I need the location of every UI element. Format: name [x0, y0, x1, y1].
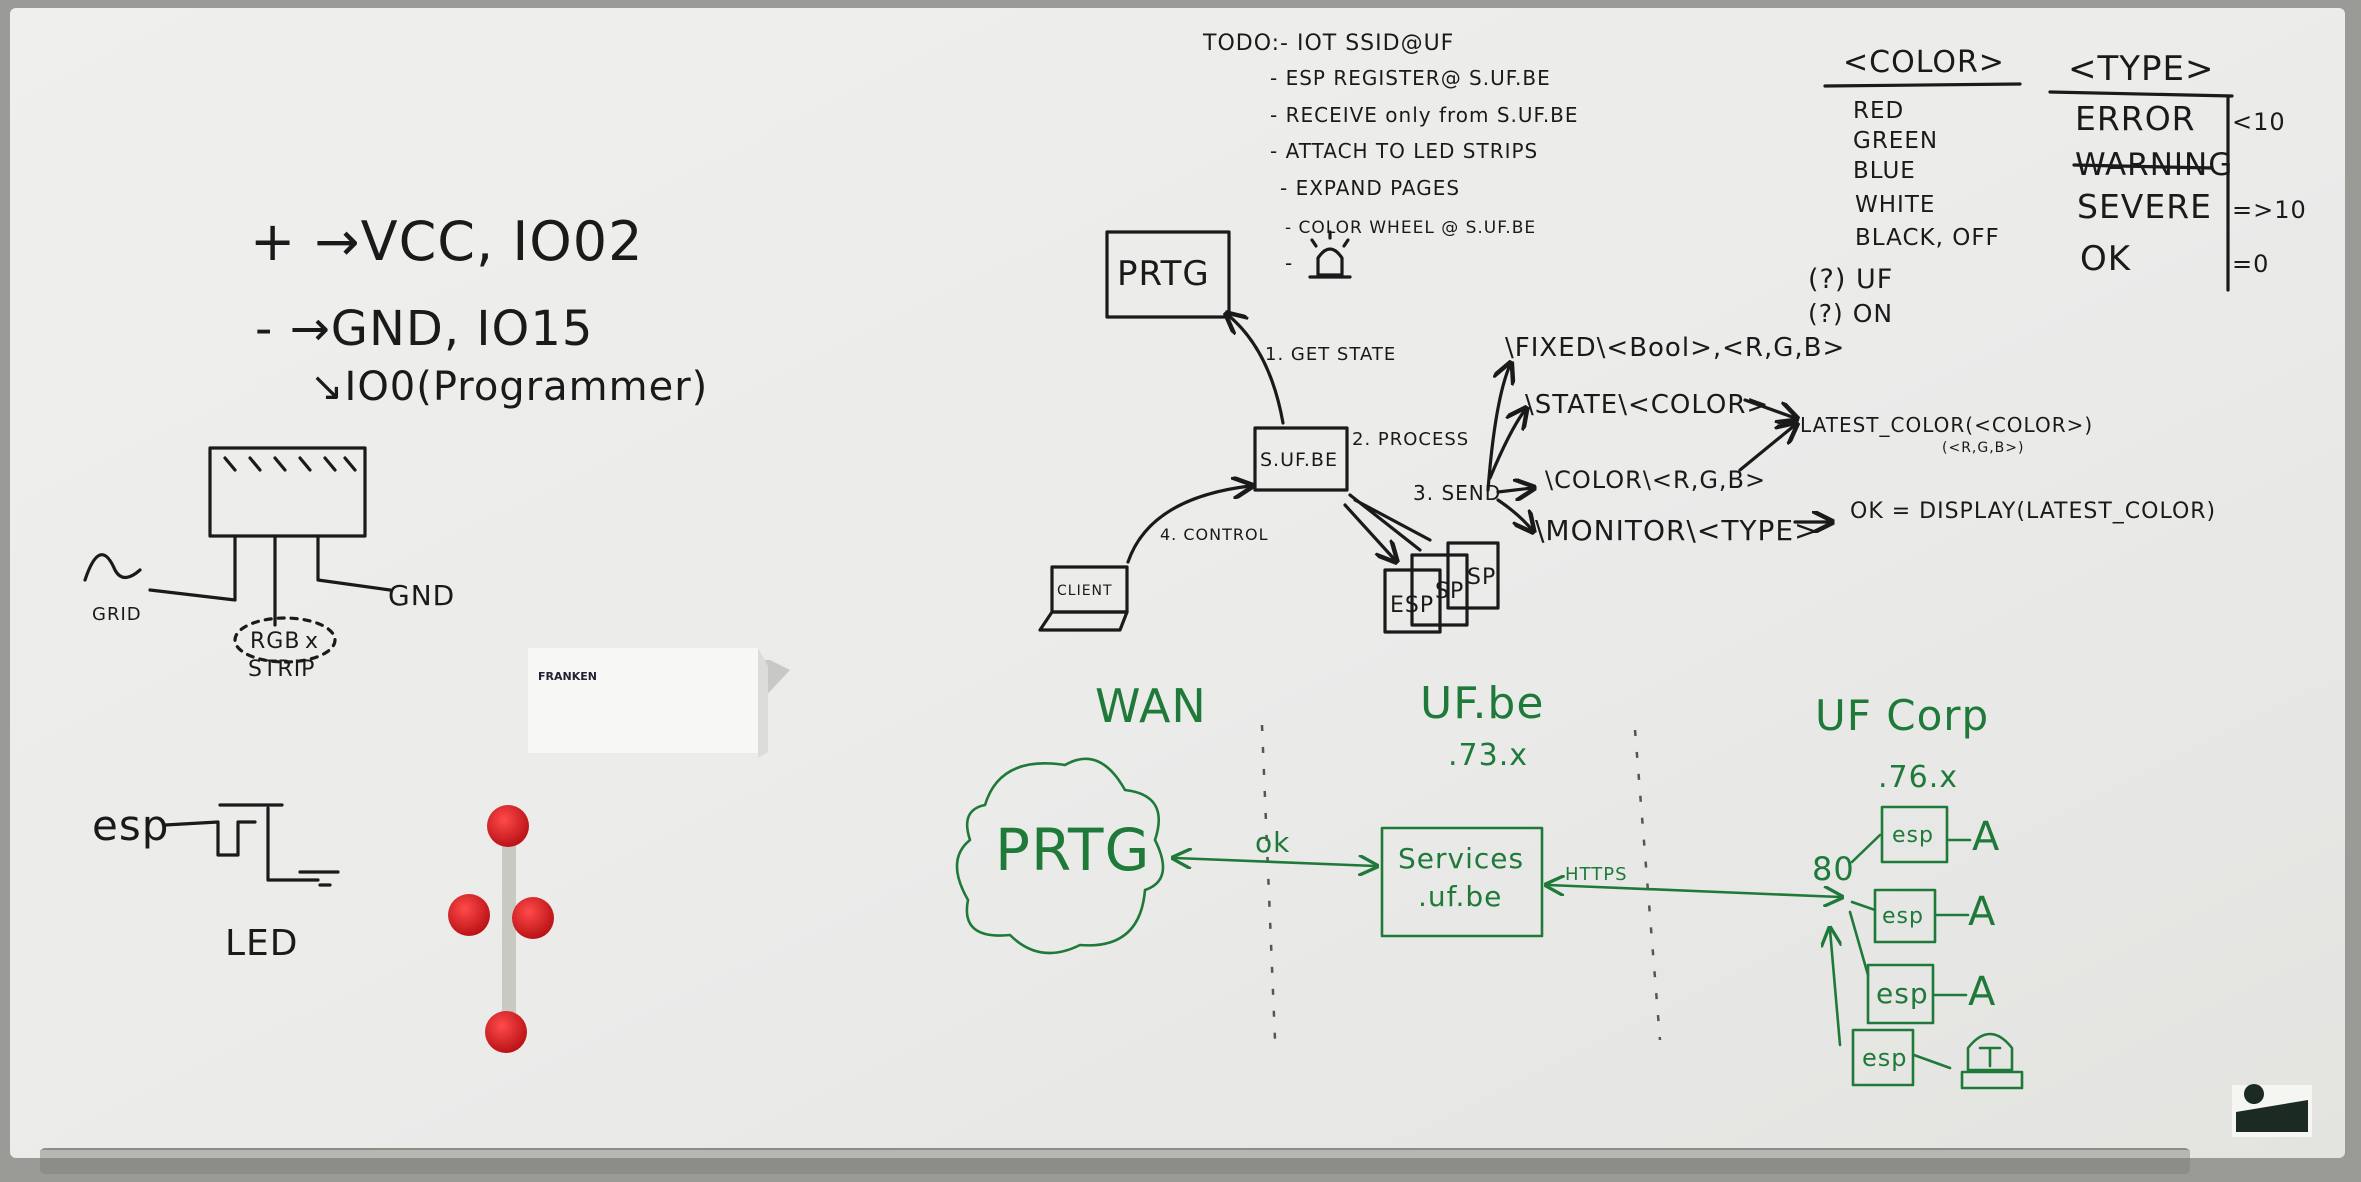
todo-item-2: - RECEIVE only from S.UF.BE [1270, 103, 1579, 127]
corp-esp-box-2 [1873, 888, 1937, 944]
zone-ufbe: UF.be [1420, 678, 1544, 729]
todo-item-5: - COLOR WHEEL @ S.UF.BE [1285, 218, 1536, 238]
color-extra-uf: (?) UF [1808, 264, 1893, 295]
cloud-label: PRTG [995, 816, 1150, 884]
esp-label: ESP [1390, 593, 1434, 618]
https-label: HTTPS [1565, 864, 1628, 885]
color-item-red: RED [1853, 98, 1904, 124]
svg-text:x: x [305, 629, 319, 654]
esp-label: esp [92, 801, 169, 850]
zone-ufbe-net: .73.x [1448, 738, 1528, 773]
rgb-label: RGB [250, 629, 300, 654]
corp-esp-box-4 [1851, 1028, 1915, 1087]
corp-esp-box-1 [1880, 805, 1949, 864]
color-item-black: BLACK, OFF [1855, 225, 2000, 251]
siren-icon [1308, 230, 1352, 279]
beacon-icon [1960, 1032, 2024, 1090]
type-item-severe: SEVERE [2077, 187, 2212, 226]
prtg-label: PRTG [1117, 254, 1210, 294]
color-item-green: GREEN [1853, 128, 1938, 154]
color-header: <COLOR> [1843, 45, 2005, 80]
todo-item-6: - [1285, 251, 1293, 275]
flow-diagram: PRTG S.UF.BE 1. GET STATE 2. PROCESS 4. … [1038, 230, 2216, 634]
threshold-lt10: <10 [2232, 108, 2286, 136]
prtg-cloud-icon [955, 757, 1165, 955]
color-extra-on: (?) ON [1808, 299, 1893, 328]
laptop-icon [1038, 565, 1129, 632]
corp-esp-box-3 [1866, 963, 1935, 1025]
todo-item-1: - ESP REGISTER@ S.UF.BE [1270, 66, 1551, 90]
color-table: <COLOR> RED GREEN BLUE WHITE BLACK, OFF … [1808, 45, 2022, 328]
route-state: \STATE\<COLOR> [1525, 390, 1769, 420]
zone-ufcorp-net: .76.x [1878, 760, 1958, 795]
threshold-eq0: =0 [2232, 250, 2269, 278]
step1-label: 1. GET STATE [1265, 344, 1396, 365]
todo-item-4: - EXPAND PAGES [1280, 176, 1460, 200]
step2-label: 2. PROCESS [1352, 429, 1469, 450]
wiring-notes: + →VCC, IO02 - →GND, IO15 ↘IO0(Programme… [250, 210, 708, 410]
eraser-label: FRANKEN [538, 670, 597, 683]
services-label-1: Services [1398, 842, 1524, 875]
corp-esp-label-1: esp [1892, 823, 1934, 848]
zone-ufcorp: UF Corp [1815, 691, 1989, 740]
red-magnets [448, 805, 554, 1053]
latest-color-sub: (<R,G,B>) [1942, 440, 2024, 456]
color-item-blue: BLUE [1853, 158, 1916, 184]
board-surface [10, 8, 2345, 1158]
plus-line: + →VCC, IO02 [250, 210, 643, 273]
esp-led-sketch: esp LED [92, 801, 340, 964]
services-box [1380, 826, 1544, 938]
ok-link: ok [1255, 826, 1290, 859]
client-label: CLIENT [1057, 583, 1113, 599]
todo-item-3: - ATTACH TO LED STRIPS [1270, 139, 1538, 163]
server-box [1253, 426, 1349, 492]
step4-label: 4. CONTROL [1160, 525, 1268, 544]
type-table: <TYPE> ERROR WARNING SEVERE OK <10 =>10 … [2048, 49, 2307, 292]
server-label: S.UF.BE [1260, 449, 1338, 471]
lamp-glyph-1: A [1972, 814, 2000, 860]
latest-color: LATEST_COLOR(<COLOR>) [1800, 413, 2093, 437]
whiteboard-eraser: FRANKEN [528, 648, 790, 758]
led-label: LED [225, 923, 299, 964]
services-label-2: .uf.be [1418, 880, 1502, 913]
esp-stack-icon [1383, 541, 1500, 634]
route-monitor: \MONITOR\<TYPE> [1535, 514, 1819, 547]
strip-label: STRIP [248, 657, 315, 682]
led-strip-sketch: GRID RGB x STRIP GND [83, 446, 455, 682]
gnd-label: GND [388, 579, 455, 612]
prtg-box [1105, 230, 1231, 319]
lamp-glyph-2: A [1968, 889, 1996, 935]
lamp-glyph-3: A [1968, 969, 1996, 1015]
grid-label: GRID [92, 604, 142, 625]
corp-esp-label-2: esp [1882, 904, 1924, 929]
color-item-white: WHITE [1855, 192, 1935, 218]
corp-esp-label-3: esp [1876, 977, 1929, 1010]
corp-esp-label-4: esp [1862, 1044, 1908, 1072]
minus-line: - →GND, IO15 [255, 301, 593, 357]
io00-line: ↘IO0(Programmer) [310, 364, 708, 410]
type-item-error: ERROR [2075, 99, 2196, 138]
route-color: \COLOR\<R,G,B> [1545, 466, 1766, 494]
type-item-ok: OK [2080, 239, 2132, 279]
esp-stack-label-2: SP [1467, 565, 1496, 590]
route-fixed: \FIXED\<Bool>,<R,G,B> [1505, 333, 1845, 363]
esp-stack-label-1: SP [1435, 579, 1464, 604]
threshold-ge10: =>10 [2232, 196, 2307, 224]
port-label: 80 [1812, 850, 1855, 888]
todo-title: TODO:- IOT SSID@UF [1202, 31, 1454, 56]
step3-label: 3. SEND [1413, 481, 1501, 505]
network-diagram: WAN UF.be .73.x UF Corp .76.x PRTG ok Se… [955, 678, 2024, 1090]
board-logo [2232, 1084, 2312, 1137]
type-header: <TYPE> [2068, 49, 2215, 89]
todo-list: TODO:- IOT SSID@UF - ESP REGISTER@ S.UF.… [1202, 31, 1579, 279]
zone-wan: WAN [1095, 679, 1207, 733]
ok-display: OK = DISPLAY(LATEST_COLOR) [1850, 499, 2216, 524]
